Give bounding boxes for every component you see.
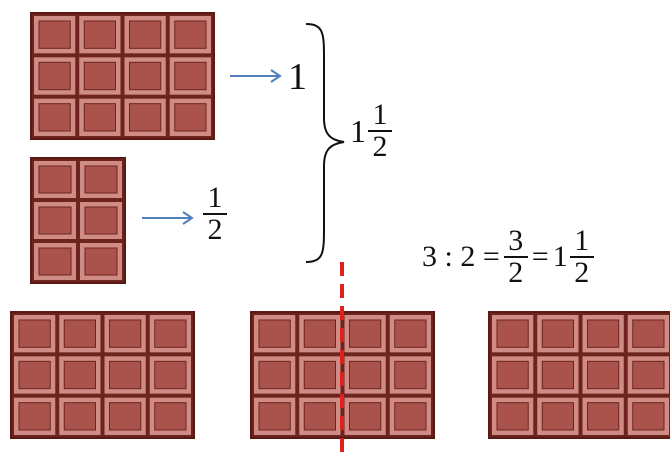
chocolate-square (169, 16, 211, 54)
curly-brace (305, 23, 345, 263)
chocolate-square (34, 98, 76, 136)
chocolate-square (492, 397, 534, 435)
fraction-numerator: 1 (207, 181, 223, 214)
chocolate-square (104, 315, 146, 353)
bottom-bar-3-drawing (488, 311, 670, 439)
chocolate-square (34, 16, 76, 54)
fraction-bar (503, 256, 528, 258)
chocolate-square (254, 356, 296, 394)
chocolate-square (344, 356, 386, 394)
chocolate-bar-bottom-3 (488, 311, 670, 439)
fraction-denominator: 2 (207, 213, 223, 246)
chocolate-square (79, 57, 121, 95)
chocolate-square (59, 315, 101, 353)
chocolate-square (79, 98, 121, 136)
label-whole: 1 (288, 56, 307, 98)
chocolate-square (537, 397, 579, 435)
chocolate-square (124, 98, 166, 136)
equation-mixed-whole: 1 (552, 240, 568, 273)
chocolate-square (59, 356, 101, 394)
fraction-denominator: 2 (574, 256, 590, 289)
chocolate-square (582, 397, 624, 435)
chocolate-square (34, 243, 76, 280)
chocolate-bar-half (30, 157, 126, 284)
equation-fraction: 3 2 (503, 224, 528, 289)
chocolate-square (537, 356, 579, 394)
chocolate-square (14, 356, 56, 394)
equation-equals: = (531, 240, 549, 273)
chocolate-square (59, 397, 101, 435)
chocolate-square (254, 315, 296, 353)
fraction-numerator: 1 (372, 98, 388, 131)
chocolate-square (537, 315, 579, 353)
chocolate-square (627, 356, 669, 394)
fraction-bar (569, 256, 594, 258)
chocolate-square (627, 397, 669, 435)
chocolate-square (492, 315, 534, 353)
chocolate-square (389, 315, 431, 353)
chocolate-square (79, 16, 121, 54)
chocolate-square (344, 397, 386, 435)
chocolate-square (149, 397, 191, 435)
chocolate-square (149, 315, 191, 353)
chocolate-square (80, 202, 122, 239)
chocolate-square (149, 356, 191, 394)
chocolate-bar-whole (30, 12, 215, 140)
chocolate-square (124, 16, 166, 54)
fraction-numerator: 3 (508, 224, 524, 257)
chocolate-square (299, 315, 341, 353)
chocolate-square (34, 161, 76, 198)
equation-lhs: 3 : 2 = (422, 240, 500, 273)
label-total-mixed: 1 1 2 (350, 100, 392, 162)
equation-mixed-fraction: 1 2 (569, 224, 594, 289)
chocolate-square (34, 202, 76, 239)
fraction-bar (368, 130, 392, 132)
chocolate-square (492, 356, 534, 394)
arrow-icon (142, 211, 194, 225)
bottom-bar-1-drawing (10, 311, 195, 439)
chocolate-square (80, 161, 122, 198)
chocolate-bar-bottom-1 (10, 311, 195, 439)
chocolate-square (389, 397, 431, 435)
chocolate-square (389, 356, 431, 394)
division-equation: 3 : 2 = 3 2 = 1 1 2 (420, 226, 596, 288)
label-half-fraction: 1 2 (203, 183, 227, 245)
mixed-fraction: 1 2 (368, 100, 392, 162)
chocolate-square (344, 315, 386, 353)
chocolate-square (14, 315, 56, 353)
chocolate-square (299, 356, 341, 394)
fraction-numerator: 1 (574, 224, 590, 257)
chocolate-square (169, 57, 211, 95)
chocolate-square (104, 397, 146, 435)
fraction-denominator: 2 (508, 256, 524, 289)
chocolate-square (169, 98, 211, 136)
fraction-bar (203, 213, 227, 215)
chocolate-square (124, 57, 166, 95)
chocolate-square (80, 243, 122, 280)
whole-bar-top-drawing (30, 12, 215, 140)
cut-line (340, 262, 344, 459)
chocolate-square (104, 356, 146, 394)
fraction-denominator: 2 (372, 130, 388, 163)
arrow-icon (230, 69, 282, 83)
chocolate-square (299, 397, 341, 435)
chocolate-square (34, 57, 76, 95)
mixed-whole: 1 (350, 113, 366, 149)
half-bar-drawing (30, 157, 126, 284)
chocolate-square (254, 397, 296, 435)
chocolate-square (582, 315, 624, 353)
chocolate-square (627, 315, 669, 353)
chocolate-square (14, 397, 56, 435)
chocolate-square (582, 356, 624, 394)
